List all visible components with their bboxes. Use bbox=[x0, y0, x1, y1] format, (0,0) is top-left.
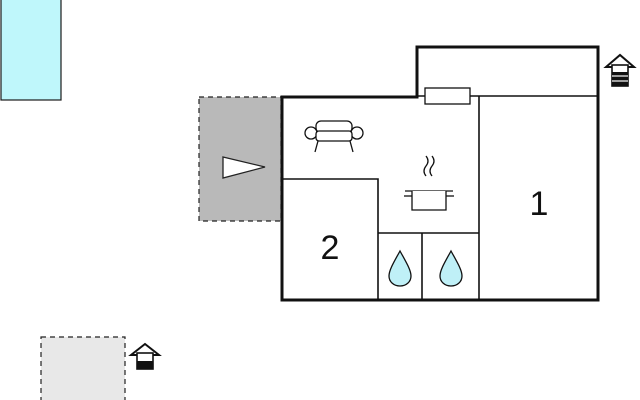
window-icon bbox=[424, 87, 471, 105]
cooking-pot-icon bbox=[404, 155, 454, 211]
house-icon bbox=[603, 53, 637, 87]
room-label-2: 2 bbox=[321, 229, 340, 267]
room-label-1: 1 bbox=[530, 185, 549, 223]
house-icon bbox=[128, 342, 162, 370]
sofa-icon bbox=[304, 120, 364, 153]
secondary-area bbox=[40, 336, 126, 400]
building-outline bbox=[280, 45, 600, 302]
pool-area bbox=[0, 0, 62, 101]
water-drop-icon bbox=[439, 249, 463, 287]
direction-arrow-icon bbox=[222, 156, 266, 179]
water-drop-icon bbox=[388, 249, 412, 287]
terrace-area bbox=[198, 96, 282, 222]
